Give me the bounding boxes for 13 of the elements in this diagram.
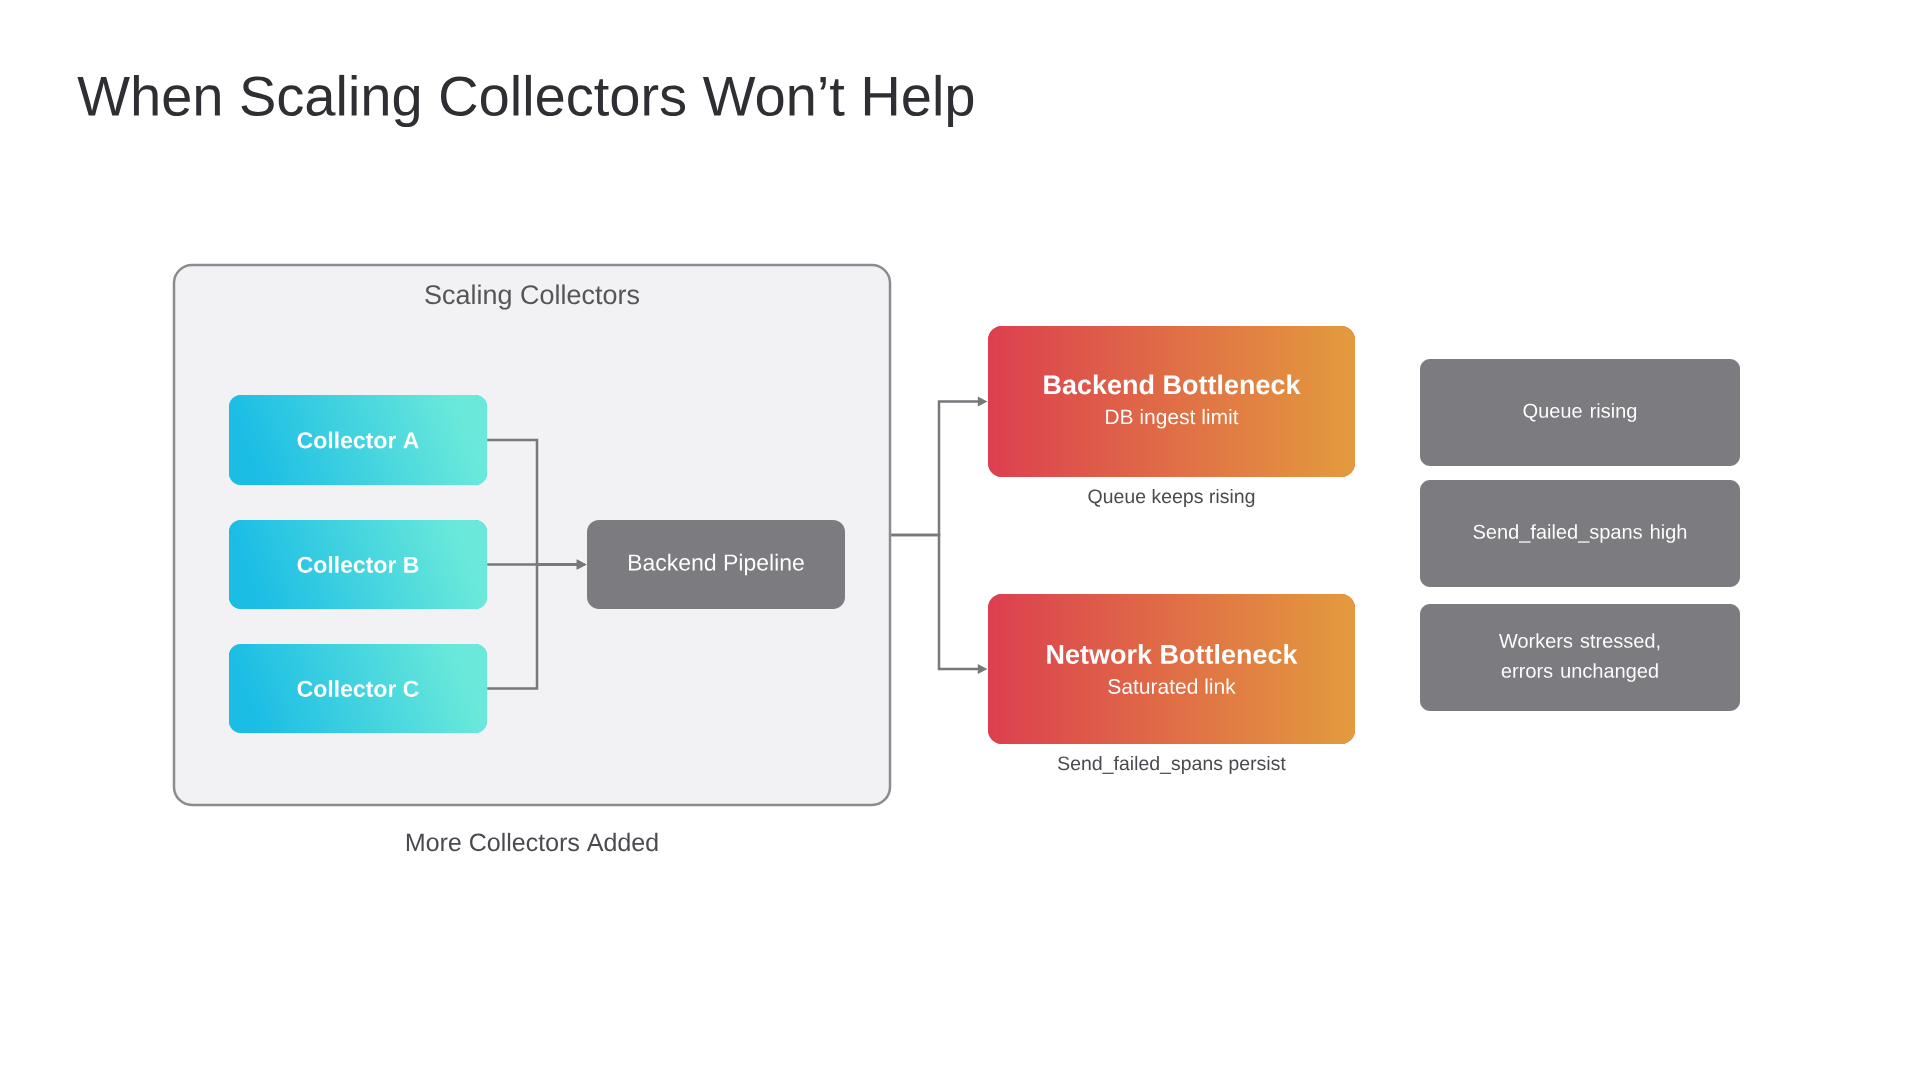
process-box: Backend Pipeline [587,520,845,609]
slide-title: When Scaling Collectors Won’t Help [77,74,974,128]
collector-box: Collector C [229,644,487,733]
bottleneck-box: Backend Bottleneck DB ingest limit [988,326,1355,477]
box-label: More Collectors Added [406,832,658,852]
box-label: Queue keeps rising [1088,488,1255,508]
box-label: Send_failed_spans persist [1058,755,1286,775]
status-box: Queue rising [1420,359,1740,466]
status-box: Workers stressed, errors unchanged [1420,604,1740,711]
status-box: Send_failed_spans high [1420,480,1740,587]
bottleneck-box: Network Bottleneck Saturated link [988,594,1355,744]
collector-box: Collector A [229,395,487,485]
collector-box: Collector B [229,520,487,609]
